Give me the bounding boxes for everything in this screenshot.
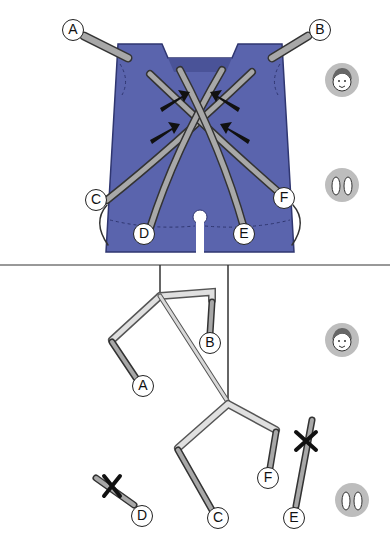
- callout-letter: A: [62, 19, 84, 41]
- callout-letter: D: [133, 223, 155, 245]
- callout-letter: C: [207, 507, 229, 529]
- callout-letter: F: [257, 467, 279, 489]
- callout-letter: D: [131, 505, 153, 527]
- callout-letter: E: [283, 507, 305, 529]
- callout-letter: B: [199, 332, 221, 354]
- callout-letter: E: [233, 223, 255, 245]
- callout-letter: C: [85, 189, 107, 211]
- callout-letter: F: [273, 187, 295, 209]
- callout-letter: B: [309, 19, 331, 41]
- callout-letter: A: [132, 375, 154, 397]
